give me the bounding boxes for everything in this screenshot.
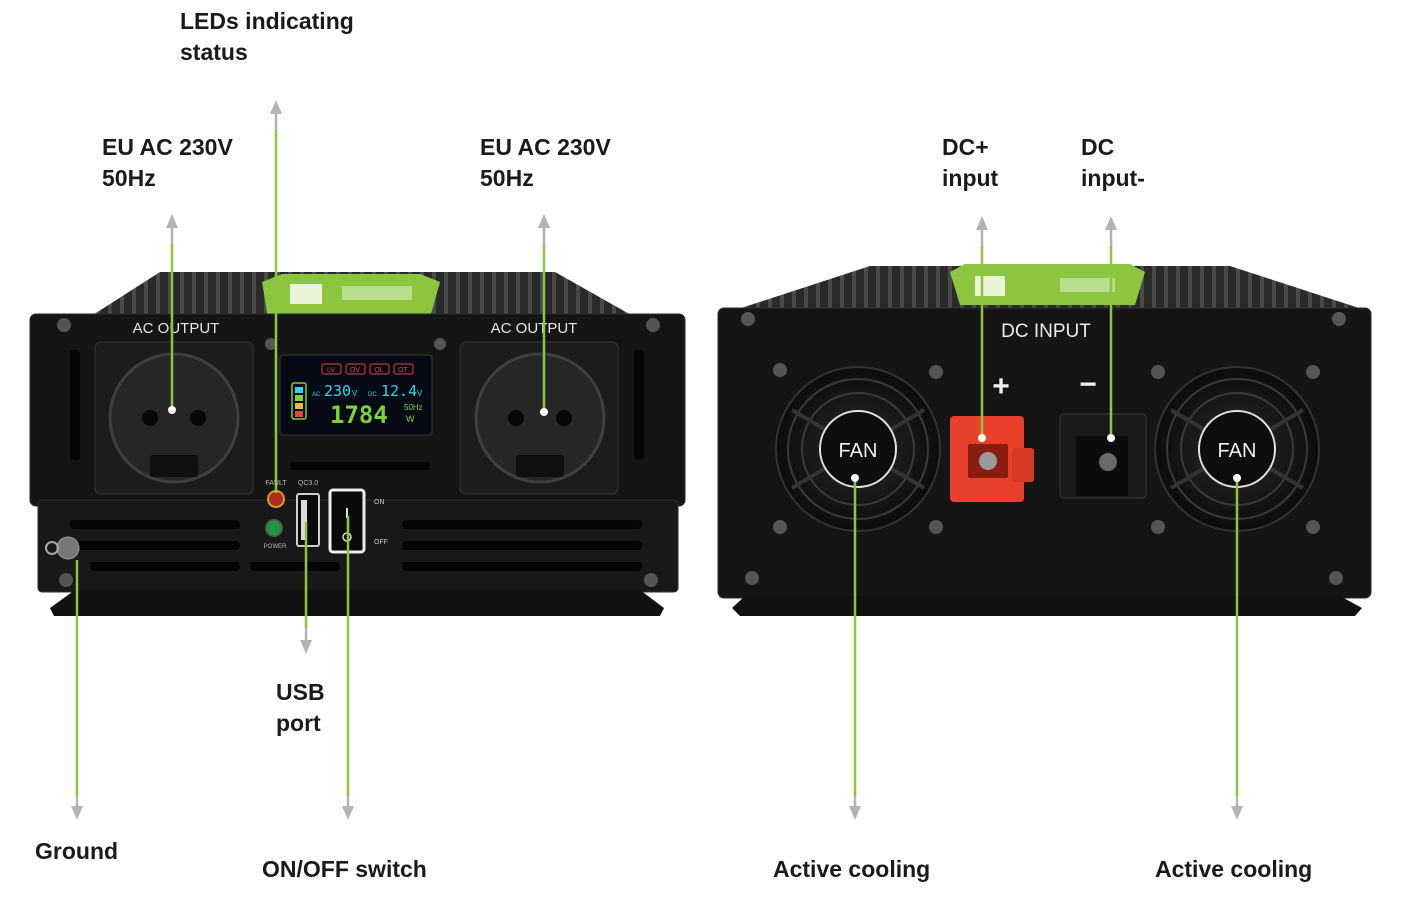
dc-minus-terminal [1059, 413, 1147, 499]
lcd-ac-unit: V [352, 389, 358, 398]
socket-right [459, 341, 619, 495]
fan-label-right: FAN [1218, 440, 1257, 462]
leader-dots [168, 406, 1241, 482]
callout-leds-line1: LEDs indicating [180, 8, 354, 34]
lcd-ac-prefix: AC [312, 392, 321, 398]
usb-port[interactable] [296, 493, 320, 547]
switch-off-label: OFF [374, 539, 388, 546]
fan-right [1154, 366, 1320, 532]
callout-switch-text: ON/OFF switch [262, 856, 427, 882]
lcd-dc-voltage: 12.4 [381, 382, 417, 400]
callout-ac-left-line1: EU AC 230V [102, 134, 233, 160]
callout-dc-plus: DC+ input [942, 132, 998, 194]
plus-sign: + [992, 370, 1010, 403]
callout-ac-right-line2: 50Hz [480, 165, 534, 191]
callout-switch: ON/OFF switch [262, 854, 427, 885]
callout-leds-line2: status [180, 39, 248, 65]
callout-dc-minus: DC input- [1081, 132, 1145, 194]
callout-dc-plus-line1: DC+ [942, 134, 989, 160]
socket-left [94, 341, 254, 495]
callout-ac-left-line2: 50Hz [102, 165, 156, 191]
callout-usb-line2: port [276, 710, 321, 736]
power-led [265, 519, 283, 537]
callout-ac-right-line1: EU AC 230V [480, 134, 611, 160]
lcd-indicator-ot: OT [398, 367, 408, 374]
battery-icon [291, 382, 307, 420]
fan-label-left: FAN [839, 440, 878, 462]
minus-sign: − [1079, 368, 1097, 401]
lcd-dc-unit: V [417, 389, 423, 398]
callout-dc-minus-line1: DC [1081, 134, 1115, 160]
lcd-ac-voltage: 230 [324, 382, 351, 400]
switch-on-label: ON [374, 499, 385, 506]
lcd-dc-prefix: DC [368, 392, 377, 398]
lcd-display: LV OV OL OT AC 230 V DC 12.4 V 1784 50Hz… [279, 354, 433, 436]
callout-leds: LEDs indicating status [180, 6, 354, 68]
ground-terminal [56, 536, 80, 560]
ac-output-label-right: AC OUTPUT [491, 320, 578, 337]
qc-label: QC3.0 [298, 480, 318, 487]
callout-usb: USB port [276, 677, 325, 739]
lcd-power: 1784 [330, 401, 388, 429]
lcd-freq: 50Hz [404, 403, 423, 412]
callout-cooling-left: Active cooling [773, 854, 930, 885]
callout-ground-text: Ground [35, 838, 119, 864]
callout-cooling-right-text: Active cooling [1155, 856, 1313, 882]
callout-ac-right: EU AC 230V 50Hz [480, 132, 611, 194]
callout-cooling-left-text: Active cooling [773, 856, 931, 882]
dc-input-label: DC INPUT [1001, 321, 1091, 342]
lcd-indicator-ol: OL [374, 367, 383, 374]
fan-left [775, 366, 941, 532]
callout-cooling-right: Active cooling [1155, 854, 1312, 885]
lcd-indicator-lv: LV [327, 367, 335, 374]
lcd-power-unit: W [406, 414, 415, 424]
callout-lines [71, 100, 1243, 820]
callout-ground: Ground [35, 836, 118, 867]
callout-dc-minus-line2: input- [1081, 165, 1145, 191]
ac-output-label-left: AC OUTPUT [133, 320, 220, 337]
dc-plus-terminal [950, 416, 1034, 502]
lcd-indicator-ov: OV [350, 367, 360, 374]
power-label: POWER [264, 544, 287, 550]
fault-led [267, 490, 285, 508]
callout-dc-plus-line2: input [942, 165, 999, 191]
callout-usb-line1: USB [276, 679, 325, 705]
callout-ac-left: EU AC 230V 50Hz [102, 132, 233, 194]
